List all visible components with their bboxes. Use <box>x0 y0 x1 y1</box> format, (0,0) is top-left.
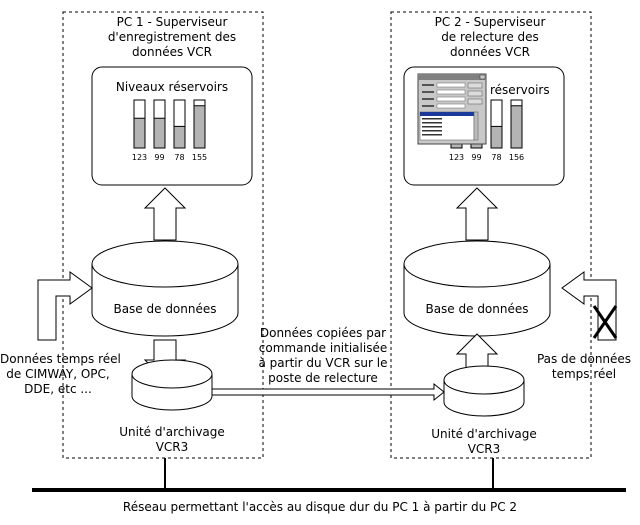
pc2-tank-value-4: 156 <box>509 153 524 162</box>
no-realtime-input-arrow <box>561 271 617 341</box>
vcr-copy-arrow <box>211 382 445 402</box>
pc2-archive-cylinder <box>443 365 525 417</box>
pc2-archive-label: Unité d'archivage VCR3 <box>431 427 537 456</box>
pc2-database-label: Base de données <box>425 302 529 316</box>
pc1-tank-level-3 <box>173 125 186 149</box>
pc2-tank-value-2: 99 <box>471 153 481 162</box>
pc1-tank-value-3: 78 <box>174 153 184 162</box>
pc1-title: PC 1 - Superviseur d'enregistrement des … <box>107 15 237 59</box>
pc1-archive-cylinder <box>131 359 213 411</box>
pc1-tank-value-1: 123 <box>132 153 147 162</box>
pc2-database-cylinder <box>403 240 551 337</box>
pc2-tank-level-4 <box>510 105 523 149</box>
pc2-archive-to-db-arrow <box>455 333 499 369</box>
network-label: Réseau permettant l'accès au disque dur … <box>122 500 518 514</box>
pc2-panel-title: réservoirs <box>490 83 550 97</box>
pc2-tank-level-3 <box>490 125 503 149</box>
pc2-title: PC 2 - Superviseur de relecture des donn… <box>434 15 546 59</box>
pc1-db-to-supervisor-arrow <box>143 187 187 241</box>
pc1-tank-level-1 <box>133 117 146 149</box>
pc1-tank-level-2 <box>153 117 166 149</box>
pc1-database-cylinder <box>91 240 239 337</box>
pc1-panel-title: Niveaux réservoirs <box>115 80 229 94</box>
pc1-tank-value-4: 155 <box>192 153 207 162</box>
pc2-boundary <box>390 11 592 459</box>
replay-dialog-thumbnail <box>417 73 487 145</box>
pc2-db-to-supervisor-arrow <box>455 187 499 241</box>
pc1-tank-level-4 <box>193 105 206 149</box>
pc1-archive-label: Unité d'archivage VCR3 <box>119 425 225 454</box>
realtime-input-arrow <box>37 271 93 341</box>
pc2-tank-value-1: 123 <box>449 153 464 162</box>
pc1-tank-levels: 123 99 78 155 <box>132 99 207 162</box>
blocked-cross-icon <box>592 305 618 339</box>
pc1-supervisor-window <box>91 66 253 186</box>
pc1-tank-value-2: 99 <box>154 153 164 162</box>
pc1-database-label: Base de données <box>113 302 217 316</box>
no-realtime-input-label: Pas de données temps réel <box>536 352 632 381</box>
realtime-input-label: Données temps réel de CIMWAY, OPC, DDE, … <box>0 352 121 396</box>
copy-note: Données copiées par commande initialisée… <box>258 326 388 385</box>
pc1-boundary <box>62 11 264 459</box>
pc2-tank-value-3: 78 <box>491 153 501 162</box>
